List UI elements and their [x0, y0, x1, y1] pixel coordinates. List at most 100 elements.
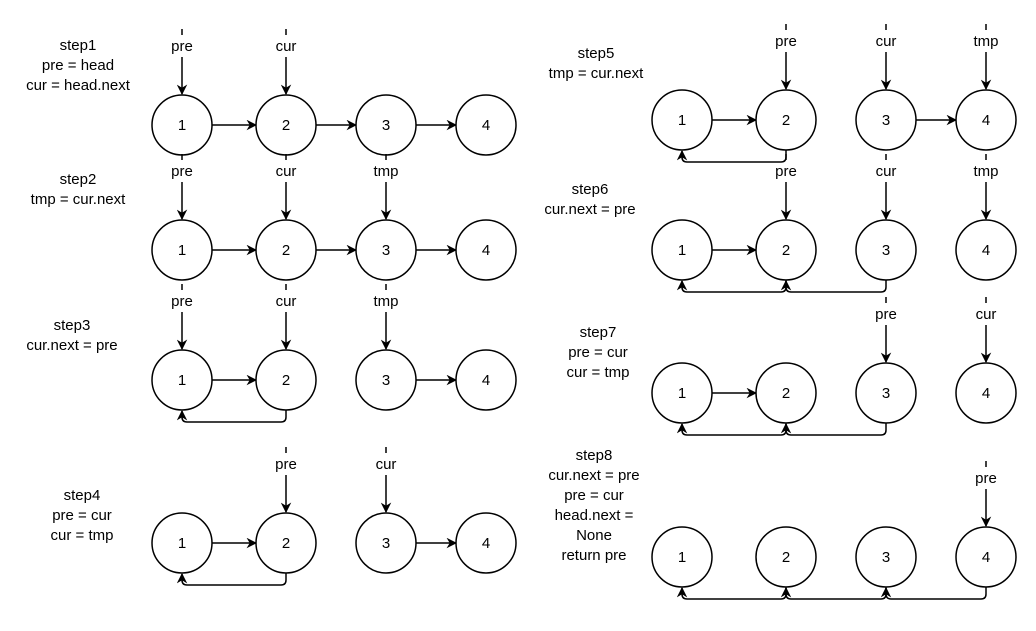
pointer-label: cur	[976, 306, 997, 323]
pointer-label: tmp	[973, 33, 998, 50]
step-code-line: tmp = cur.next	[30, 191, 126, 208]
list-node-circle	[755, 362, 817, 424]
pointer-label: tmp	[373, 163, 398, 180]
reversed-edge-arrow	[676, 149, 787, 163]
list-node-value: 3	[382, 372, 390, 389]
step-code-line: cur = head.next	[26, 77, 130, 94]
step-caption: step2 tmp = cur.next	[0, 170, 178, 210]
list-node-value: 2	[282, 117, 290, 134]
list-node-value: 3	[882, 549, 890, 566]
step-code-line: cur = tmp	[566, 364, 630, 381]
step-code-line: pre = cur	[564, 487, 624, 504]
list-node-value: 4	[482, 372, 490, 389]
step-code-line: head.next =	[554, 507, 634, 524]
list-node-circle	[651, 526, 713, 588]
list-node-value: 3	[882, 112, 890, 129]
list-node-value: 4	[982, 242, 990, 259]
list-node-value: 2	[282, 242, 290, 259]
list-node-value: 4	[982, 549, 990, 566]
step-caption: step8 cur.next = pre pre = cur head.next = N…	[494, 446, 694, 566]
list-node-value: 4	[982, 385, 990, 402]
step-code-line: cur = tmp	[50, 527, 114, 544]
list-node-value: 2	[782, 385, 790, 402]
step-code-line: pre = cur	[568, 344, 628, 361]
reversed-edge-arrow	[676, 586, 787, 600]
list-node-value: 2	[782, 549, 790, 566]
list-node-value: 3	[382, 242, 390, 259]
list-node-value: 1	[178, 535, 186, 552]
list-node-circle	[855, 526, 917, 588]
list-node-value: 3	[382, 535, 390, 552]
list-node-value: 4	[982, 112, 990, 129]
list-node-circle	[151, 512, 213, 574]
list-node-value: 3	[382, 117, 390, 134]
step-title: step5	[577, 45, 615, 62]
pointer-label: cur	[876, 33, 897, 50]
step-code-line: pre = cur	[52, 507, 112, 524]
list-node-circle	[651, 362, 713, 424]
list-node-value: 4	[482, 242, 490, 259]
step-title: step6	[571, 181, 609, 198]
reversed-edge-arrow	[780, 279, 887, 293]
pointer-label: pre	[171, 38, 193, 55]
list-node-value: 1	[178, 372, 186, 389]
step-title: step8	[575, 447, 613, 464]
pointer-label: tmp	[973, 163, 998, 180]
step-code-line: None	[576, 527, 612, 544]
step-title: step2	[59, 171, 97, 188]
step-caption: step1 pre = head cur = head.next	[0, 36, 178, 96]
list-node-circle	[455, 94, 517, 156]
pointer-label: cur	[276, 163, 297, 180]
step-code-line: cur.next = pre	[548, 467, 640, 484]
pointer-label: tmp	[373, 293, 398, 310]
list-node-circle	[651, 89, 713, 151]
pointer-label: pre	[775, 33, 797, 50]
list-node-circle	[455, 219, 517, 281]
list-node-value: 1	[178, 242, 186, 259]
step-title: step4	[63, 487, 101, 504]
step-code-line: return pre	[561, 547, 627, 564]
step-code-line: pre = head	[41, 57, 115, 74]
pointer-label: pre	[875, 306, 897, 323]
pointer-label: cur	[276, 293, 297, 310]
reversed-edge-arrow	[176, 572, 287, 586]
list-node-value: 2	[782, 242, 790, 259]
list-node-value: 3	[882, 385, 890, 402]
list-node-value: 4	[482, 117, 490, 134]
reversed-edge-arrow	[780, 422, 887, 436]
step-caption: step7 pre = cur cur = tmp	[498, 323, 698, 383]
reversed-edge-arrow	[676, 279, 787, 293]
pointer-label: pre	[775, 163, 797, 180]
pointer-label: pre	[975, 470, 997, 487]
reversed-edge-arrow	[676, 422, 787, 436]
list-node-circle	[755, 526, 817, 588]
step-title: step3	[53, 317, 91, 334]
pointer-label: pre	[275, 456, 297, 473]
list-node-circle	[651, 219, 713, 281]
step-title: step1	[59, 37, 97, 54]
list-node-value: 1	[178, 117, 186, 134]
list-node-value: 1	[678, 385, 686, 402]
list-node-value: 1	[678, 242, 686, 259]
pointer-label: cur	[376, 456, 397, 473]
list-node-circle	[455, 349, 517, 411]
list-node-circle	[455, 512, 517, 574]
list-node-value: 3	[882, 242, 890, 259]
reversed-edge-arrow	[880, 586, 987, 600]
step-title: step7	[579, 324, 617, 341]
pointer-label: cur	[876, 163, 897, 180]
list-node-value: 1	[678, 112, 686, 129]
list-node-value: 1	[678, 549, 686, 566]
list-node-value: 2	[282, 372, 290, 389]
list-node-value: 2	[782, 112, 790, 129]
pointer-label: pre	[171, 163, 193, 180]
list-node-value: 2	[282, 535, 290, 552]
pointer-label: pre	[171, 293, 193, 310]
step-caption: step4 pre = cur cur = tmp	[0, 486, 182, 546]
list-node-value: 4	[482, 535, 490, 552]
